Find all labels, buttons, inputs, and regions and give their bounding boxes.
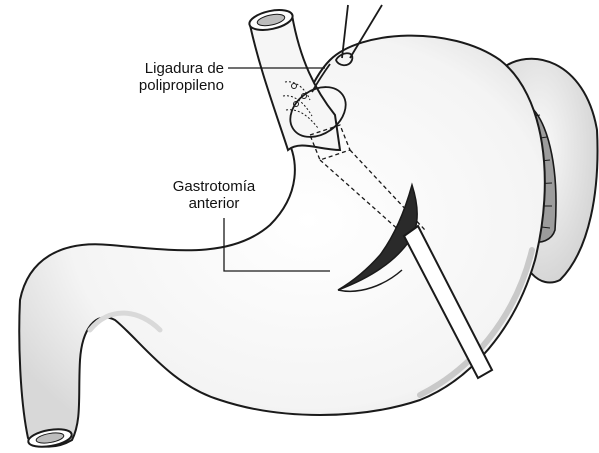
gastrotomy-label-line1: Gastrotomía — [150, 178, 278, 195]
ligature-label: Ligadura de polipropileno — [96, 60, 224, 94]
gastrotomy-label: Gastrotomía anterior — [150, 178, 278, 212]
ligature-label-line2: polipropileno — [96, 77, 224, 94]
gastrotomy-label-line2: anterior — [150, 195, 278, 212]
ligature-label-line1: Ligadura de — [96, 60, 224, 77]
